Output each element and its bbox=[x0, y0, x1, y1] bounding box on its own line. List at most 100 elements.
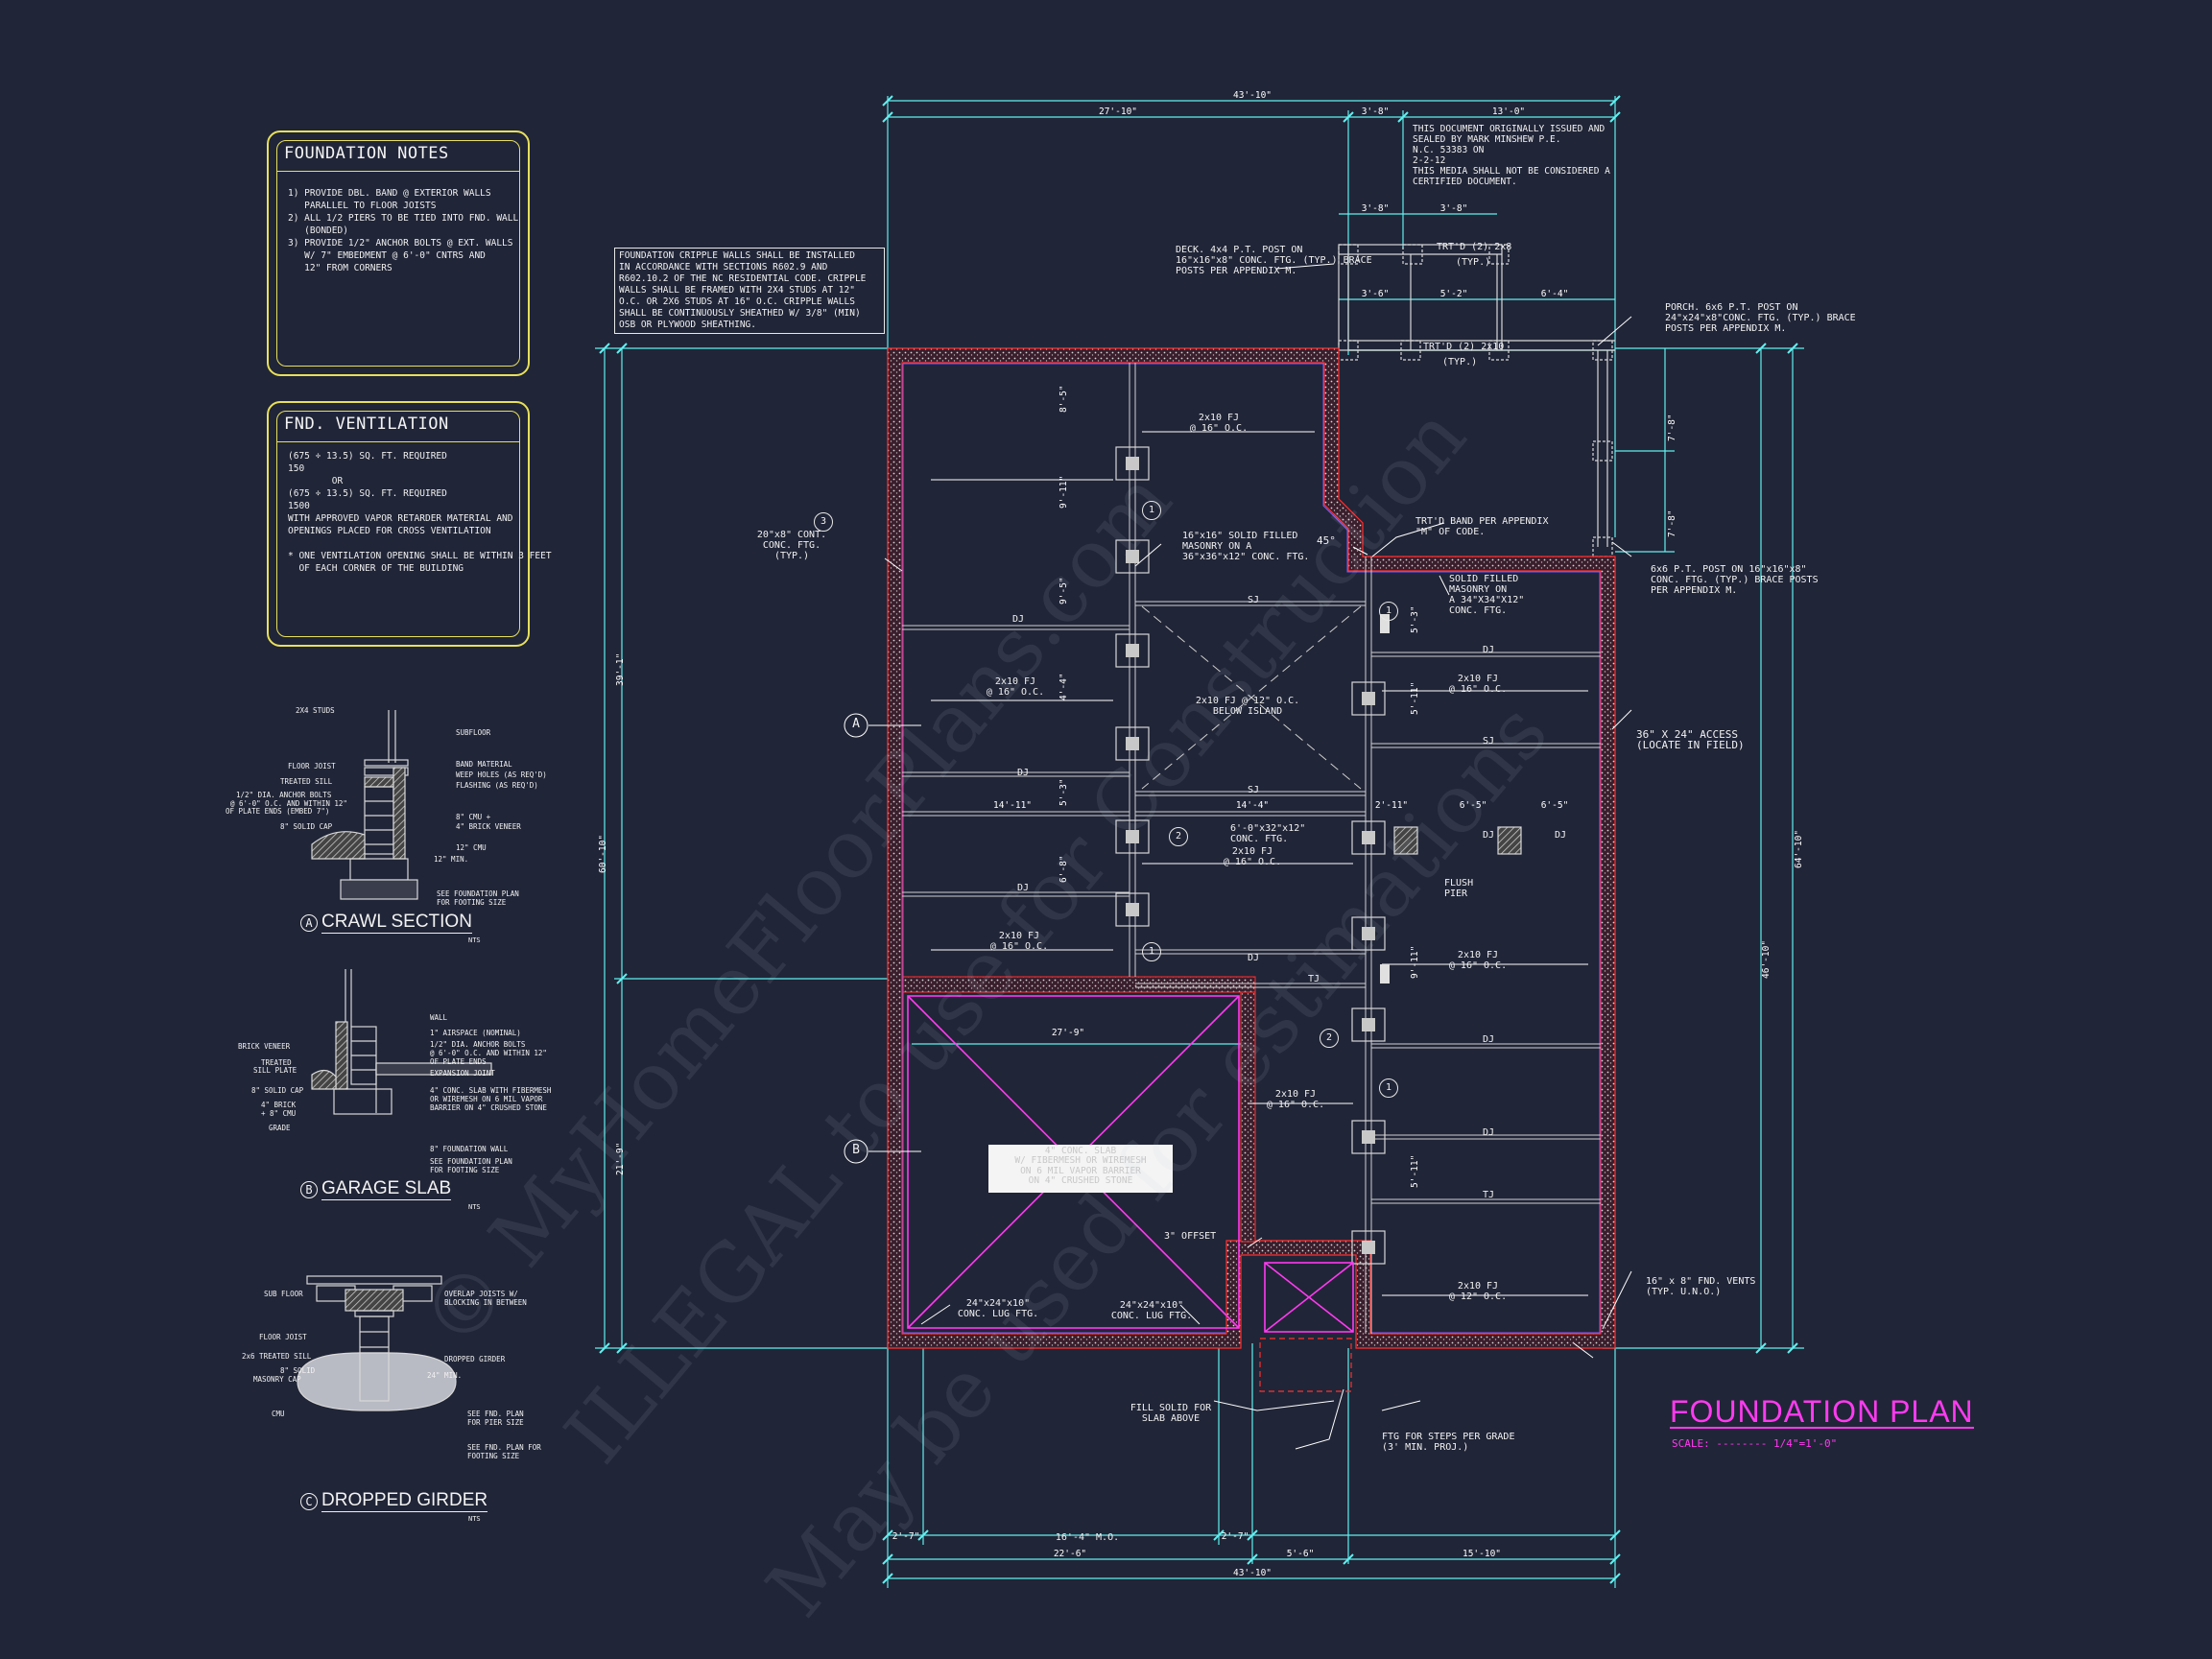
cert-note-line: SEALED BY MARK MINSHEW P.E. bbox=[1413, 134, 1561, 145]
plan-label: 24"x24"x10" bbox=[1119, 1300, 1184, 1311]
plan-label: 13'-0" bbox=[1491, 107, 1526, 117]
detail-label: TREATED SILL bbox=[280, 777, 333, 786]
detail-label: WEEP HOLES (AS REQ'D) bbox=[456, 770, 547, 779]
plan-label: 2x10 FJ bbox=[1198, 413, 1240, 423]
cert-note-line: N.C. 53383 ON bbox=[1413, 145, 1485, 155]
ventilation-note-line: OPENINGS PLACED FOR CROSS VENTILATION bbox=[288, 526, 491, 536]
detail-label: 8" SOLID bbox=[280, 1366, 316, 1375]
detail-drawings bbox=[297, 710, 492, 1411]
detail-label: 4" BRICK bbox=[261, 1101, 297, 1109]
plan-label: 43'-10" bbox=[1232, 90, 1272, 101]
plan-label: 6x6 P.T. POST ON 16"x16"x8" bbox=[1651, 564, 1807, 575]
ventilation-note-line: * ONE VENTILATION OPENING SHALL BE WITHI… bbox=[288, 551, 552, 561]
cripple-note-line: WALLS SHALL BE FRAMED WITH 2X4 STUDS AT … bbox=[619, 285, 855, 296]
flush-pier bbox=[1497, 826, 1522, 855]
plan-label: (TYP. U.N.O.) bbox=[1646, 1287, 1722, 1297]
plan-label: 2x10 FJ bbox=[998, 931, 1040, 941]
plan-label: TRT'D (2) 2x8 bbox=[1437, 242, 1512, 252]
detail-label: 4" CONC. SLAB WITH FIBERMESH bbox=[430, 1086, 552, 1095]
cert-note-line: THIS DOCUMENT ORIGINALLY ISSUED AND bbox=[1413, 124, 1605, 134]
foundation-notes-box: FOUNDATION NOTES 1) PROVIDE DBL. BAND @ … bbox=[267, 130, 530, 376]
plan-scale-value: 1/4"=1'-0" bbox=[1772, 1437, 1838, 1450]
plan-label: CONC. FTG. bbox=[1230, 834, 1289, 844]
plan-label: 16"x16"x8" CONC. FTG. (TYP.) BRACE bbox=[1176, 255, 1372, 266]
plan-label: SJ bbox=[1248, 785, 1260, 795]
plan-label: (TYP.) bbox=[1456, 257, 1491, 268]
plan-label: 2x10 FJ bbox=[994, 676, 1036, 687]
detail-label: FOR FOOTING SIZE bbox=[430, 1166, 500, 1174]
plan-label: SJ bbox=[1248, 595, 1260, 605]
plan-label: DJ bbox=[1483, 1034, 1495, 1045]
plan-label: DJ bbox=[1017, 883, 1030, 893]
pier-block bbox=[1126, 457, 1139, 470]
cripple-note-line: O.C. OR 2X6 STUDS AT 16" O.C. CRIPPLE WA… bbox=[619, 296, 855, 307]
detail-title: GARAGE SLAB bbox=[321, 1178, 452, 1200]
plan-label: 2x10 FJ bbox=[1231, 846, 1273, 857]
plan-label: BELOW ISLAND bbox=[1212, 706, 1283, 717]
detail-label: 1" AIRSPACE (NOMINAL) bbox=[430, 1029, 521, 1037]
foundation-walls bbox=[887, 347, 1616, 1349]
plan-title: FOUNDATION PLAN bbox=[1670, 1394, 1974, 1429]
plan-label: MASONRY ON A bbox=[1182, 541, 1252, 552]
plan-label: 20"x8" CONT. bbox=[756, 530, 827, 540]
cripple-note-line: FOUNDATION CRIPPLE WALLS SHALL BE INSTAL… bbox=[619, 250, 855, 261]
plan-label: DECK. 4x4 P.T. POST ON bbox=[1176, 245, 1303, 255]
plan-label: FILL SOLID FOR bbox=[1130, 1403, 1212, 1413]
plan-label: 16" x 8" FND. VENTS bbox=[1646, 1276, 1756, 1287]
pier-block bbox=[1126, 903, 1139, 916]
plan-label: POSTS PER APPENDIX M. bbox=[1665, 323, 1787, 334]
plan-label: DJ bbox=[1483, 830, 1495, 841]
plan-label: DJ bbox=[1483, 1127, 1495, 1138]
detail-callout: 2 bbox=[1320, 1029, 1339, 1048]
detail-label: 8" SOLID CAP bbox=[251, 1086, 304, 1095]
plan-label: (TYP.) bbox=[773, 551, 810, 561]
detail-label: BARRIER ON 4" CRUSHED STONE bbox=[430, 1103, 547, 1112]
plan-label: 9'-11" bbox=[1058, 475, 1069, 509]
detail-label: + 8" CMU bbox=[261, 1109, 297, 1118]
detail-label: MASONRY CAP bbox=[253, 1375, 301, 1384]
leader-lines bbox=[884, 263, 1632, 1450]
detail-marker: C bbox=[300, 1493, 318, 1510]
slab-note-line: W/ FIBERMESH OR WIREMESH bbox=[1014, 1155, 1147, 1167]
detail-label: BRICK VENEER bbox=[238, 1042, 291, 1051]
plan-scale-label: SCALE: bbox=[1672, 1437, 1710, 1450]
detail-callout: 3 bbox=[814, 512, 833, 532]
detail-label: FLOOR JOIST bbox=[288, 762, 336, 770]
detail-label: FOR PIER SIZE bbox=[467, 1418, 524, 1427]
plan-label: 3'-8" bbox=[1361, 203, 1390, 214]
ventilation-notes-title: FND. VENTILATION bbox=[284, 415, 449, 434]
foundation-note-line: 1) PROVIDE DBL. BAND @ EXTERIOR WALLS bbox=[288, 188, 491, 199]
detail-label: SUBFLOOR bbox=[456, 728, 491, 737]
detail-label: EXPANSION JOINT bbox=[430, 1069, 495, 1078]
detail-callout: 1 bbox=[1379, 602, 1398, 621]
detail-label: SUB FLOOR bbox=[264, 1290, 303, 1298]
plan-label: 14'-11" bbox=[992, 800, 1033, 811]
pier-block bbox=[1126, 644, 1139, 657]
plan-label: 5'-3" bbox=[1410, 605, 1420, 633]
plan-label: SLAB ABOVE bbox=[1141, 1413, 1201, 1424]
detail-label: FLOOR JOIST bbox=[259, 1333, 307, 1341]
plan-label: (3' MIN. PROJ.) bbox=[1382, 1442, 1469, 1453]
pier-footing bbox=[1351, 1007, 1386, 1042]
plan-label: 6'-0"x32"x12" bbox=[1230, 823, 1306, 834]
detail-label: OVERLAP JOISTS W/ bbox=[444, 1290, 518, 1298]
plan-label: 64'-10" bbox=[1794, 829, 1804, 868]
plan-scale: SCALE: -------- 1/4"=1'-0" bbox=[1672, 1437, 1837, 1450]
ventilation-note-line: (675 ÷ 13.5) SQ. FT. REQUIRED bbox=[288, 451, 447, 462]
pier-block bbox=[1126, 737, 1139, 750]
plan-label: @ 12" O.C. bbox=[1448, 1292, 1508, 1302]
plan-label: 16'-4" M.O. bbox=[1055, 1532, 1120, 1543]
foundation-note-line: 3) PROVIDE 1/2" ANCHOR BOLTS @ EXT. WALL… bbox=[288, 238, 513, 249]
plan-label: 7'-8" bbox=[1667, 414, 1677, 441]
plan-label: 2x10 FJ @ 12" O.C. bbox=[1195, 696, 1300, 706]
detail-label: 4" BRICK VENEER bbox=[456, 822, 521, 831]
plan-scale-leader: -------- bbox=[1716, 1437, 1773, 1450]
plan-label: 46'-10" bbox=[1761, 939, 1772, 979]
plan-label: 3'-8" bbox=[1361, 107, 1390, 117]
foundation-note-line: PARALLEL TO FLOOR JOISTS bbox=[288, 201, 437, 211]
plan-label: 9'-11" bbox=[1410, 945, 1420, 979]
plan-label: TJ bbox=[1308, 974, 1320, 984]
plan-label: TRT'D BAND PER APPENDIX bbox=[1415, 516, 1549, 527]
pier-block bbox=[1362, 831, 1375, 844]
pier-footing bbox=[1115, 446, 1150, 481]
